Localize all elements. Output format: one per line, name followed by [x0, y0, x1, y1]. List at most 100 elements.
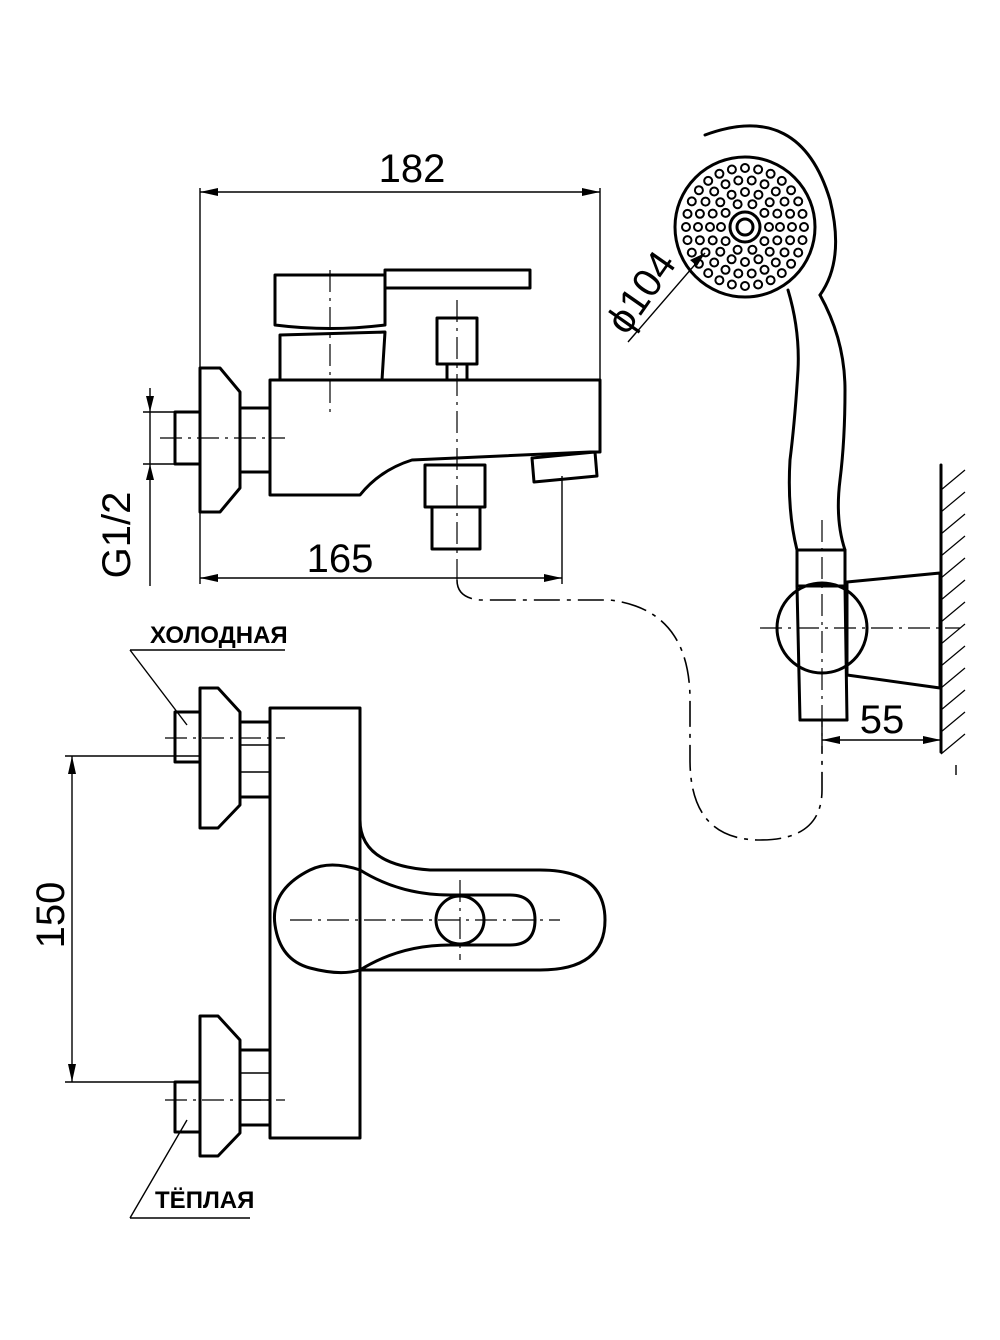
front-lower-flange [198, 1014, 242, 1158]
nozzle-dot [740, 257, 750, 267]
dimension-55-text: 55 [860, 698, 905, 742]
nozzle-dot [799, 222, 809, 232]
nozzle-dot [681, 222, 691, 232]
dimension-inlet-spacing: 150 [29, 755, 200, 1083]
nozzle-dot [700, 196, 711, 207]
nozzle-dot [797, 208, 808, 219]
dimension-thread-text: G1/2 [95, 492, 139, 579]
nozzle-dot [694, 208, 705, 219]
nozzle-dot [770, 186, 781, 197]
nozzle-dot [746, 268, 757, 279]
nozzle-dot [753, 279, 764, 290]
wall-hatch-line [940, 645, 966, 667]
nozzle-dot [776, 175, 787, 186]
mixer-body [268, 378, 602, 497]
nozzle-dot [770, 257, 781, 268]
nozzle-dot [765, 275, 776, 286]
wall-hatch-line [940, 667, 966, 689]
wall-hatch [940, 469, 966, 755]
shower-head-face [673, 155, 817, 299]
shower-connector [430, 505, 482, 551]
nozzle-dot [726, 254, 737, 265]
shower-head-rim [703, 124, 838, 297]
nozzle-dot [720, 207, 731, 218]
nozzle-dot [759, 207, 770, 218]
front-lever [358, 818, 607, 972]
nozzle-dot [733, 268, 744, 279]
dimension-150-text: 150 [29, 882, 73, 949]
warm-label-group: ТЁПЛАЯ [129, 1119, 254, 1219]
nozzle-dot [726, 164, 737, 175]
nozzle-dot [716, 222, 726, 232]
nozzle-dot [703, 175, 714, 186]
nozzle-dot [740, 187, 750, 197]
nozzle-dot [797, 235, 808, 246]
nozzle-dot [732, 244, 743, 255]
wall-holder [845, 571, 942, 690]
nozzle-dot [707, 235, 718, 246]
nozzle-dot [765, 168, 776, 179]
nozzle-dot [714, 168, 725, 179]
nozzle-dot [686, 196, 697, 207]
nozzle-dot [720, 236, 731, 247]
nozzle-dot [740, 281, 750, 291]
mixer-side-view: 182 165 G1/2 [95, 147, 602, 586]
dimension-diameter-text: ϕ104 [598, 243, 685, 341]
nozzle-dot [747, 199, 758, 210]
nozzle-dot [715, 197, 726, 208]
wall-flange [198, 366, 242, 514]
nozzle-dot [709, 186, 720, 197]
nozzle-dot [715, 246, 726, 257]
mixer-front-view: 150 ХОЛОДНАЯ ТЁПЛАЯ [29, 622, 607, 1219]
shower-nozzles [681, 163, 809, 291]
nozzle-dot [776, 268, 787, 279]
dimension-spout-length: 165 [199, 476, 563, 584]
nozzle-dot [693, 185, 704, 196]
nozzle-dot [779, 247, 790, 258]
shower-hose [456, 579, 823, 841]
nozzle-dot [786, 258, 797, 269]
inlet-nut [238, 406, 272, 474]
lever-handle [273, 268, 532, 330]
wall-hatch-line [940, 601, 966, 623]
nozzle-dot [700, 247, 711, 258]
nozzle-dot [707, 208, 718, 219]
wall-hatch-line [940, 491, 966, 513]
nozzle-dot [747, 244, 758, 255]
front-handle-cap [272, 863, 537, 975]
dimension-overall-length: 182 [199, 147, 601, 380]
nozzle-dot [785, 235, 796, 246]
nozzle-dot [775, 222, 785, 232]
nozzle-dot [720, 179, 731, 190]
wall-hatch-line [940, 513, 966, 535]
nozzle-dot [779, 196, 790, 207]
wall-hatch-line [940, 689, 966, 711]
nozzle-dot [714, 275, 725, 286]
nozzle-dot [709, 257, 720, 268]
nozzle-dot [753, 254, 764, 265]
nozzle-dot [682, 208, 693, 219]
nozzle-dot [720, 264, 731, 275]
nozzle-dot [764, 197, 775, 208]
nozzle-dot [746, 175, 757, 186]
nozzle-dot [705, 222, 715, 232]
dimension-182-text: 182 [379, 147, 446, 191]
cold-label-group: ХОЛОДНАЯ [129, 622, 288, 726]
nozzle-dot [772, 208, 783, 219]
nozzle-dot [772, 235, 783, 246]
nozzle-dot [686, 247, 697, 258]
cold-water-label: ХОЛОДНАЯ [150, 622, 288, 649]
nozzle-dot [785, 208, 796, 219]
nozzle-dot [759, 179, 770, 190]
shower-handle [786, 288, 847, 552]
spout-outlet [530, 450, 599, 484]
wall-hatch-line [940, 623, 966, 645]
nozzle-dot [764, 222, 774, 232]
nozzle-dot [786, 185, 797, 196]
warm-water-label: ТЁПЛАЯ [155, 1187, 254, 1214]
wall-hatch-line [940, 579, 966, 601]
wall-hatch-line [940, 557, 966, 579]
shower-connector-nut [423, 463, 487, 509]
hand-shower: ϕ104 55 [598, 124, 966, 775]
